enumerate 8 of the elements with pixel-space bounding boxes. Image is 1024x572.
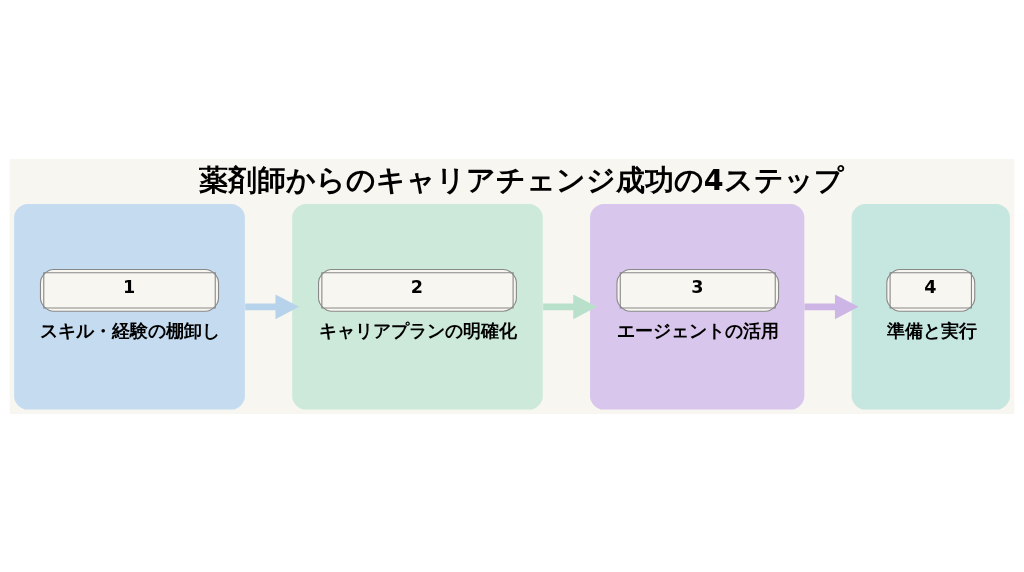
arrow bbox=[804, 293, 859, 319]
node-box: 1 スキル・経験の棚卸し bbox=[14, 203, 245, 410]
node-box: 2 キャリアプランの明確化 bbox=[292, 203, 543, 410]
diagram-title: 薬剤師からのキャリアチェンジ成功の4ステップ bbox=[198, 162, 844, 197]
arrow bbox=[245, 293, 299, 319]
arrow bbox=[543, 293, 597, 319]
node-box: 3 エージェントの活用 bbox=[590, 203, 805, 410]
node-box: 4 準備と実行 bbox=[851, 203, 1010, 410]
